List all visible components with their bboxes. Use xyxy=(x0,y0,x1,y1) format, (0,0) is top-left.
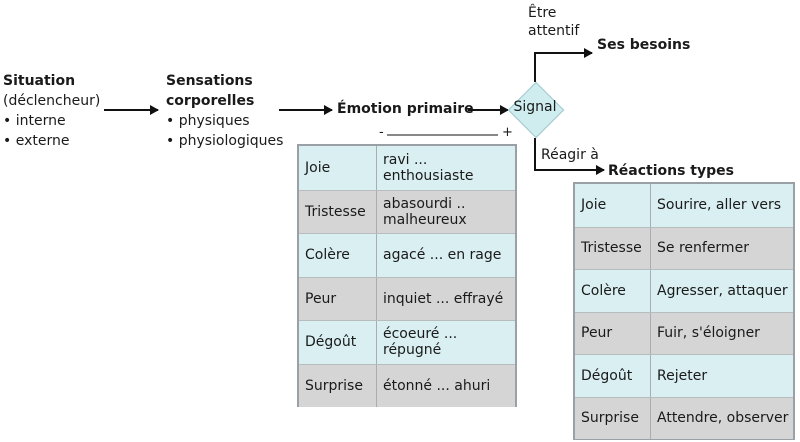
scale-minus: - xyxy=(379,125,384,140)
scale-plus: + xyxy=(502,125,513,140)
situation-trigger: (déclencheur) xyxy=(3,93,101,109)
table-row: Tristesse Se renfermer xyxy=(575,226,793,269)
intensity-range-cont: enthousiaste xyxy=(383,167,474,184)
reaction-text: Sourire, aller vers xyxy=(657,197,782,214)
emotion-name: Joie xyxy=(575,184,651,227)
table-row: Colère agacé ... en rage xyxy=(299,233,515,277)
emotion-name: Peur xyxy=(575,312,651,354)
table-row: Surprise étonné ... ahuri xyxy=(299,363,515,407)
reaction-text: Attendre, observer xyxy=(657,410,789,427)
reaction-text: Agresser, attaquer xyxy=(657,282,788,299)
intensity-range: inquiet ... effrayé xyxy=(383,290,504,307)
sensations-item-physiological: • physiologiques xyxy=(166,133,284,149)
sensations-item-physical: • physiques xyxy=(166,113,250,129)
sensations-title-line2: corporelles xyxy=(166,93,255,109)
table-row: Peur inquiet ... effrayé xyxy=(299,276,515,320)
situation-item-external: • externe xyxy=(3,133,70,149)
emotion-name: Colère xyxy=(299,234,377,277)
reactions-title: Réactions types xyxy=(608,163,734,179)
signal-label: Signal xyxy=(513,99,557,115)
arrow-signal-to-reactions xyxy=(534,138,605,175)
intensity-range: ravi ... xyxy=(383,151,428,168)
intensity-range-cont: malheureux xyxy=(383,211,467,228)
emotion-name: Dégoût xyxy=(299,321,377,364)
intensity-range: écoeuré ... xyxy=(383,326,458,343)
branch-top-label-line1: Être xyxy=(528,5,557,21)
emotion-name: Tristesse xyxy=(575,227,651,269)
emotion-name: Tristesse xyxy=(299,190,377,233)
reaction-text: Fuir, s'éloigner xyxy=(657,325,760,342)
table-row: Surprise Attendre, observer xyxy=(575,396,793,439)
primary-emotion-label: Émotion primaire xyxy=(337,101,474,117)
branch-bottom-label: Réagir à xyxy=(541,147,599,163)
reactions-table: Joie Sourire, aller vers Tristesse Se re… xyxy=(573,182,795,440)
table-row: Tristesse abasourdi ..malheureux xyxy=(299,189,515,233)
emotion-name: Colère xyxy=(575,270,651,312)
emotion-name: Peur xyxy=(299,277,377,320)
table-row: Joie Sourire, aller vers xyxy=(575,184,793,227)
intensity-range: abasourdi .. xyxy=(383,195,466,212)
intensity-range: agacé ... en rage xyxy=(383,247,502,264)
emotion-name: Dégoût xyxy=(575,355,651,397)
emotions-intensity-table: Joie ravi ...enthousiaste Tristesse abas… xyxy=(297,144,517,407)
situation-title: Situation xyxy=(3,73,76,89)
table-row: Joie ravi ...enthousiaste xyxy=(299,146,515,190)
sensations-title-line1: Sensations xyxy=(166,73,253,89)
situation-item-internal: • interne xyxy=(3,113,66,129)
reaction-text: Rejeter xyxy=(657,367,708,384)
branch-top-label-line2: attentif xyxy=(528,23,580,39)
table-row: Colère Agresser, attaquer xyxy=(575,269,793,312)
emotion-name: Surprise xyxy=(575,397,651,439)
needs-label: Ses besoins xyxy=(597,37,691,53)
table-row: Peur Fuir, s'éloigner xyxy=(575,311,793,354)
reaction-text: Se renfermer xyxy=(657,240,749,257)
arrow-signal-to-needs xyxy=(534,48,593,82)
table-row: Dégoût Rejeter xyxy=(575,354,793,397)
table-row: Dégoût écoeuré ...répugné xyxy=(299,320,515,364)
intensity-range-cont: répugné xyxy=(383,342,442,359)
intensity-range: étonné ... ahuri xyxy=(383,377,491,394)
emotion-name: Surprise xyxy=(299,364,377,407)
emotion-name: Joie xyxy=(299,146,377,190)
